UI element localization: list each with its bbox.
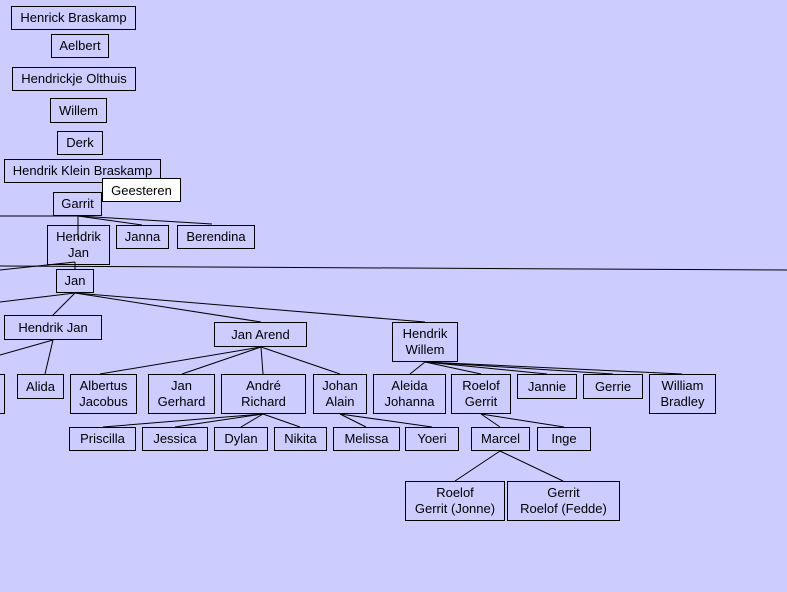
person-node-roelof-gerrit[interactable]: Roelof Gerrit xyxy=(451,374,511,414)
connector-line xyxy=(77,215,143,226)
person-node-hendrik-jan-2[interactable]: Hendrik Jan xyxy=(4,315,102,340)
person-node-jannie[interactable]: Jannie xyxy=(517,374,577,399)
connector-line xyxy=(0,339,54,356)
person-node-marcel[interactable]: Marcel xyxy=(471,427,530,451)
person-node-yoeri[interactable]: Yoeri xyxy=(405,427,459,451)
person-node-inge[interactable]: Inge xyxy=(537,427,591,451)
person-node-hendrickje-olthuis[interactable]: Hendrickje Olthuis xyxy=(12,67,136,91)
person-node-dylan[interactable]: Dylan xyxy=(214,427,268,451)
connector-line xyxy=(52,292,76,316)
person-node-johan-alain[interactable]: Johan Alain xyxy=(313,374,367,414)
connector-line xyxy=(262,413,301,428)
person-node-berendina[interactable]: Berendina xyxy=(177,225,255,249)
connector-line xyxy=(339,413,367,428)
connector-line xyxy=(174,413,264,428)
person-node-andre-richard[interactable]: André Richard xyxy=(221,374,306,414)
connector-line xyxy=(240,413,264,428)
person-node-william-bradley[interactable]: William Bradley xyxy=(649,374,716,414)
connector-line xyxy=(424,361,482,375)
connector-line xyxy=(339,413,433,428)
person-node-jessica[interactable]: Jessica xyxy=(142,427,208,451)
connector-line xyxy=(77,215,213,225)
connector-line xyxy=(0,292,76,303)
connector-line xyxy=(409,361,426,375)
person-node-hendrik-jan-1[interactable]: Hendrik Jan xyxy=(47,225,110,265)
connector-line xyxy=(0,265,787,271)
person-node-aelbert[interactable]: Aelbert xyxy=(51,34,109,58)
person-node-unknown-left[interactable] xyxy=(0,374,5,414)
person-node-jan[interactable]: Jan xyxy=(56,269,94,293)
person-node-melissa[interactable]: Melissa xyxy=(333,427,400,451)
person-node-hendrik-willem[interactable]: Hendrik Willem xyxy=(392,322,458,362)
person-node-garrit[interactable]: Garrit xyxy=(53,192,102,216)
connector-line xyxy=(424,361,548,375)
person-node-aleida-johanna[interactable]: Aleida Johanna xyxy=(373,374,446,414)
person-node-henrick-braskamp[interactable]: Henrick Braskamp xyxy=(11,6,136,30)
person-node-jan-gerhard[interactable]: Jan Gerhard xyxy=(148,374,215,414)
connector-line xyxy=(454,450,501,482)
person-node-gerrie[interactable]: Gerrie xyxy=(583,374,643,399)
connector-line xyxy=(0,261,76,271)
connector-line xyxy=(102,413,264,428)
person-node-priscilla[interactable]: Priscilla xyxy=(69,427,136,451)
person-node-roelof-gerrit-jonne[interactable]: Roelof Gerrit (Jonne) xyxy=(405,481,505,521)
connector-line xyxy=(260,346,341,375)
connector-line xyxy=(260,346,264,375)
person-node-derk[interactable]: Derk xyxy=(57,131,103,155)
person-node-janna[interactable]: Janna xyxy=(116,225,169,249)
connector-line xyxy=(480,413,501,428)
connector-line xyxy=(424,361,683,375)
person-node-hendrik-klein-braskamp[interactable]: Hendrik Klein Braskamp xyxy=(4,159,161,183)
connector-line xyxy=(480,413,565,428)
person-node-albertus-jacobus[interactable]: Albertus Jacobus xyxy=(70,374,137,414)
person-node-willem[interactable]: Willem xyxy=(50,98,107,123)
connector-line xyxy=(181,346,262,375)
tooltip-birthplace: Geesteren xyxy=(102,178,181,202)
connector-line xyxy=(99,346,262,375)
connector-line xyxy=(74,292,426,323)
person-node-gerrit-roelof-fedde[interactable]: Gerrit Roelof (Fedde) xyxy=(507,481,620,521)
connector-line xyxy=(424,361,614,375)
person-node-nikita[interactable]: Nikita xyxy=(274,427,327,451)
person-node-jan-arend[interactable]: Jan Arend xyxy=(214,322,307,347)
person-node-alida[interactable]: Alida xyxy=(17,374,64,399)
connector-line xyxy=(44,339,54,375)
connector-line xyxy=(74,292,262,323)
connector-line xyxy=(499,450,564,482)
